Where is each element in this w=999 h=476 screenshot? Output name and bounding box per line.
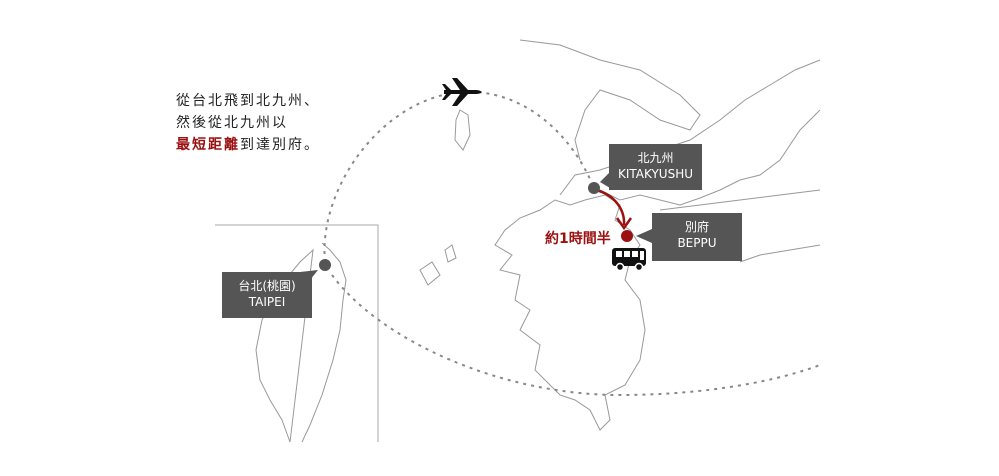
inset-frame <box>215 224 379 442</box>
kitakyushu-name-en: KITAKYUSHU <box>618 167 693 181</box>
tsushima-island <box>454 109 471 151</box>
beppu-name-zh: 別府 <box>684 220 709 234</box>
beppu-marker[interactable] <box>621 230 633 242</box>
kitakyushu-label-pointer <box>600 172 610 188</box>
beppu-label-pointer <box>636 229 652 243</box>
intro-line-1: 從台北飛到北九州、 <box>176 93 320 109</box>
taipei-name-en: TAIPEI <box>248 295 286 309</box>
bus-route-arrow <box>595 188 626 226</box>
taipei-label: 台北(桃園) TAIPEI <box>222 272 312 318</box>
korea-coast <box>519 39 701 161</box>
kitakyushu-label: 北九州 KITAKYUSHU <box>609 144 702 190</box>
taipei-marker[interactable] <box>319 259 331 271</box>
intro-line-2: 然後從北九州以 <box>176 115 288 131</box>
intro-line-3: 最短距離到達別府。 <box>176 134 320 156</box>
shikoku-coast <box>659 189 821 263</box>
flight-route <box>323 90 595 263</box>
airplane-icon <box>442 78 482 106</box>
kitakyushu-marker[interactable] <box>588 182 600 194</box>
honshu-coast <box>559 59 821 206</box>
intro-line-3-rest: 到達別府。 <box>240 137 320 153</box>
region-circle <box>331 274 821 397</box>
intro-text: 從台北飛到北九州、 然後從北九州以 最短距離到達別府。 <box>176 90 320 156</box>
bus-icon <box>612 248 646 272</box>
taipei-name-zh: 台北(桃園) <box>238 279 296 293</box>
kitakyushu-name-zh: 北九州 <box>637 151 674 165</box>
intro-highlight: 最短距離 <box>176 137 240 153</box>
taiwan-coast <box>255 242 347 443</box>
arrow-head <box>615 217 633 231</box>
beppu-label: 別府 BEPPU <box>652 213 742 261</box>
beppu-name-en: BEPPU <box>677 236 717 250</box>
goto-islands <box>419 244 457 286</box>
travel-time: 約1時間半 <box>545 231 611 247</box>
